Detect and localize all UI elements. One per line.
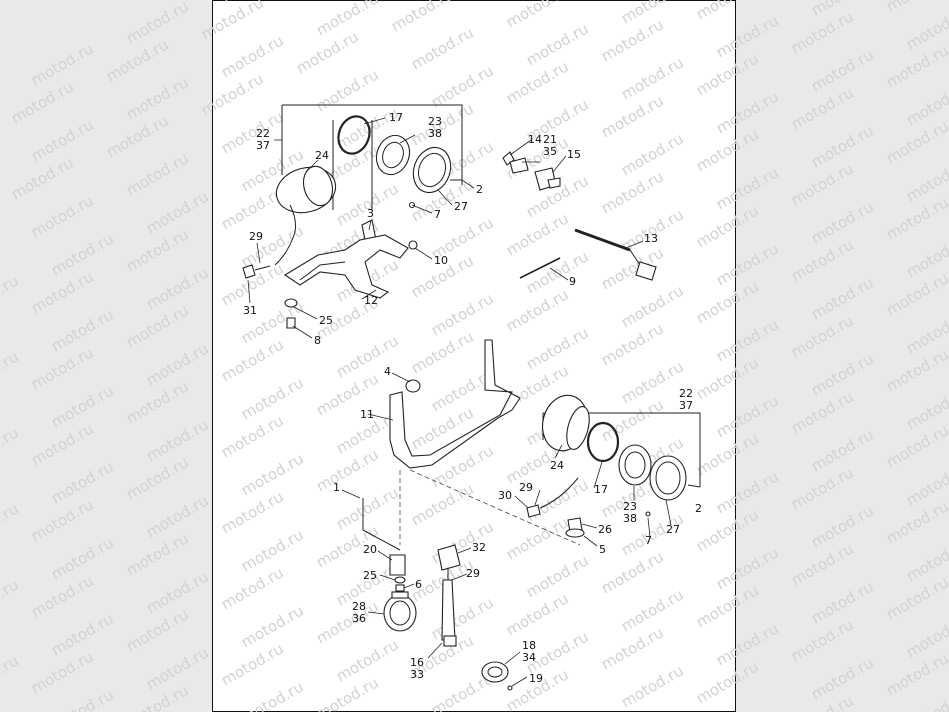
callout-4: 4: [384, 365, 391, 378]
callout-24-lower: 24: [550, 459, 564, 472]
watermark-text: motod.ru: [0, 81, 2, 131]
callout-20: 20: [363, 543, 377, 556]
watermark-text: motod.ru: [388, 0, 457, 35]
callout-8: 8: [314, 334, 321, 347]
callout-28: 28: [352, 600, 366, 613]
callout-38-lower: 38: [623, 512, 637, 525]
leader-lines: [247, 117, 672, 687]
callout-29-middle: 29: [519, 481, 533, 494]
watermark-text: motod.ru: [618, 661, 687, 711]
callout-22-lower: 22: [679, 387, 693, 400]
watermark-text: motod.ru: [218, 107, 287, 157]
callout-21: 21: [543, 133, 557, 146]
callout-29-lower: 29: [466, 567, 480, 580]
callout-13: 13: [644, 232, 658, 245]
mounting-bracket: [389, 339, 521, 469]
callout-25-lower: 25: [363, 569, 377, 582]
trim-ring-upper: [337, 115, 371, 155]
callout-7-upper: 7: [434, 208, 441, 221]
watermark-text: motod.ru: [0, 651, 22, 701]
handlebar-clamp: [383, 591, 417, 632]
watermark-text: motod.ru: [693, 0, 762, 23]
watermark-text: motod.ru: [123, 149, 192, 199]
callout-5: 5: [599, 543, 606, 556]
callout-15: 15: [567, 148, 581, 161]
callout-11: 11: [360, 408, 374, 421]
callout-26: 26: [598, 523, 612, 536]
callout-24-upper: 24: [315, 149, 329, 162]
callout-19: 19: [529, 672, 543, 685]
watermark-text: motod.ru: [0, 575, 22, 625]
callout-3: 3: [367, 207, 374, 220]
callout-17-lower: 17: [594, 483, 608, 496]
lamp-housing-upper: [274, 165, 337, 266]
bezel-upper: [412, 146, 452, 194]
callout-18: 18: [522, 639, 536, 652]
watermark-text: motod.ru: [28, 191, 97, 241]
watermark-text: motod.ru: [903, 687, 949, 712]
callout-23-upper: 23: [428, 115, 442, 128]
parts-diagram-sheet: [212, 0, 736, 712]
watermark-text: motod.ru: [883, 0, 949, 15]
watermark-text: motod.ru: [313, 65, 382, 115]
watermark-text: motod.ru: [0, 689, 2, 712]
watermark-text: motod.ru: [0, 309, 2, 359]
callout-29-upper: 29: [249, 230, 263, 243]
callout-31: 31: [243, 304, 257, 317]
callout-27-upper: 27: [454, 200, 468, 213]
callout-22-upper: 22: [256, 127, 270, 140]
watermark-text: motod.ru: [408, 23, 477, 73]
watermark-text: motod.ru: [503, 0, 572, 31]
callout-38-upper: 38: [428, 127, 442, 140]
watermark-text: motod.ru: [0, 157, 2, 207]
callout-23-lower: 23: [623, 500, 637, 513]
lens-upper: [375, 134, 411, 176]
watermark-text: motod.ru: [0, 233, 2, 283]
callout-37-upper: 37: [256, 139, 270, 152]
callout-6: 6: [415, 578, 422, 591]
watermark-text: motod.ru: [0, 423, 22, 473]
wire-harness: [574, 228, 657, 281]
callout-34: 34: [522, 651, 536, 664]
lamp-housing-lower: [541, 394, 590, 452]
callout-12: 12: [364, 294, 378, 307]
watermark-text: motod.ru: [48, 685, 117, 712]
watermark-text: motod.ru: [238, 677, 307, 712]
watermark-text: motod.ru: [198, 0, 267, 43]
watermark-text: motod.ru: [0, 461, 2, 511]
callout-16: 16: [410, 656, 424, 669]
callout-27-lower: 27: [666, 523, 680, 536]
callout-17-upper: 17: [389, 111, 403, 124]
callout-labels: 22 37 24 17 23 38 2 27 7 3 10 29 31 12 2…: [243, 111, 702, 685]
watermark-text: motod.ru: [0, 537, 2, 587]
callout-32: 32: [472, 541, 486, 554]
lower-assembly: [362, 339, 701, 691]
callout-30: 30: [498, 489, 512, 502]
watermark-text: motod.ru: [0, 499, 22, 549]
callout-10: 10: [434, 254, 448, 267]
callout-36: 36: [352, 612, 366, 625]
watermark-text: motod.ru: [0, 385, 2, 435]
callout-7-lower: 7: [645, 534, 652, 547]
callout-9: 9: [569, 275, 576, 288]
lamp-crossbar: [283, 234, 409, 299]
callout-37-lower: 37: [679, 399, 693, 412]
callout-2-lower: 2: [695, 502, 702, 515]
callout-14: 14: [528, 133, 542, 146]
watermark-text: motod.ru: [0, 613, 2, 663]
watermark-text: motod.ru: [0, 271, 22, 321]
callout-25-upper: 25: [319, 314, 333, 327]
callout-1: 1: [333, 481, 340, 494]
watermark-text: motod.ru: [0, 347, 22, 397]
callout-35: 35: [543, 145, 557, 158]
callout-2-upper: 2: [476, 183, 483, 196]
callout-33: 33: [410, 668, 424, 681]
upper-assembly: [242, 104, 657, 329]
lamp-cap: [481, 661, 509, 683]
